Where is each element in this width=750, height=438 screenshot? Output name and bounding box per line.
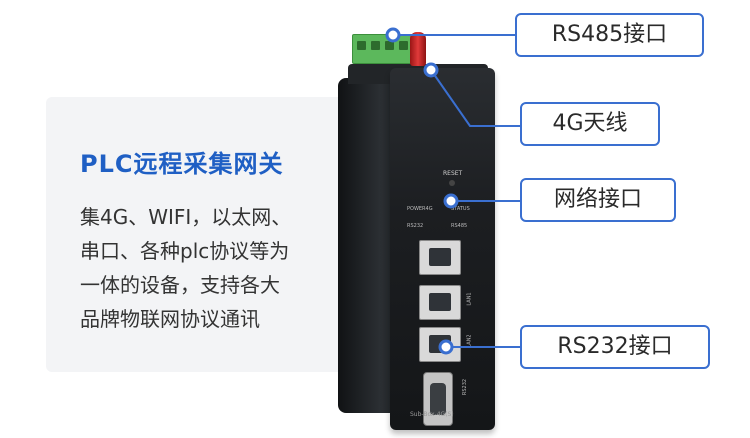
model-label: Sub-Box-4G(S) — [410, 411, 454, 418]
antenna-marker-dot — [423, 62, 439, 78]
reset-label: RESET — [443, 170, 463, 177]
ethernet-port-lan1 — [419, 285, 461, 320]
rs232-marker-dot — [438, 339, 454, 355]
info-panel — [46, 97, 376, 372]
description-line: 品牌物联网协议通讯 — [80, 307, 260, 331]
device-face: RESET POWER4G STATUS RS232 RS485 LAN1 LA… — [405, 86, 485, 426]
description-line: 一体的设备，支持各大 — [80, 273, 280, 297]
reset-button — [449, 180, 455, 186]
network-marker-dot — [443, 193, 459, 209]
antenna-connector — [410, 32, 426, 66]
callout-4g-antenna: 4G天线 — [520, 102, 660, 146]
ethernet-port-wan — [419, 240, 461, 275]
led-label: RS232 — [407, 223, 424, 229]
callout-network: 网络接口 — [520, 178, 676, 222]
rs485-marker-dot — [385, 27, 401, 43]
description-line: 集4G、WIFI，以太网、 — [80, 205, 292, 229]
led-label: STATUS — [451, 206, 470, 212]
led-label: POWER4G — [407, 206, 433, 212]
ethernet-port-lan2 — [419, 327, 461, 362]
db9-serial-port — [423, 372, 453, 426]
antenna-leader-line — [430, 69, 520, 127]
gateway-device-image: RESET POWER4G STATUS RS232 RS485 LAN1 LA… — [330, 28, 500, 433]
led-label: RS485 — [451, 223, 468, 229]
callout-rs485: RS485接口 — [515, 13, 704, 57]
description-line: 串口、各种plc协议等为 — [80, 239, 290, 263]
callout-rs232: RS232接口 — [520, 325, 710, 369]
product-description: 集4G、WIFI，以太网、 串口、各种plc协议等为 一体的设备，支持各大 品牌… — [80, 200, 340, 336]
product-title: PLC远程采集网关 — [80, 150, 284, 178]
